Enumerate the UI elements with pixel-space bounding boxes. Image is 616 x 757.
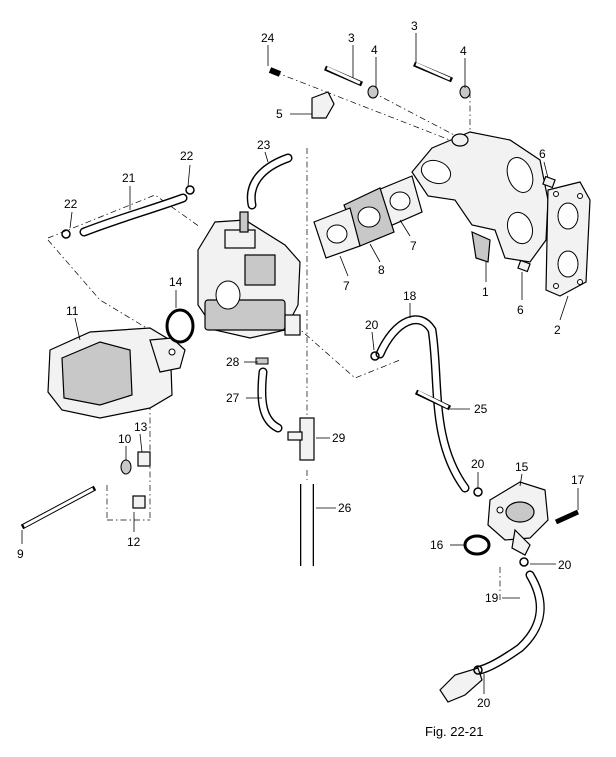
callout-23: 23	[257, 138, 271, 152]
callout-6a: 6	[539, 147, 546, 161]
fuel-connector	[439, 667, 483, 703]
alignment-lines	[47, 71, 501, 600]
callout-27: 27	[226, 391, 240, 405]
callout-6b: 6	[517, 303, 524, 317]
washers	[120, 85, 471, 509]
callout-12: 12	[127, 535, 141, 549]
callout-1: 1	[482, 285, 489, 299]
callout-3a: 3	[348, 31, 355, 45]
hose-21	[79, 193, 188, 237]
hose-joint	[287, 417, 315, 461]
callout-19: 19	[485, 591, 499, 605]
callout-15: 15	[515, 460, 529, 474]
callout-20b: 20	[471, 457, 485, 471]
hose-clip	[311, 91, 335, 119]
fuel-pump-o-ring	[463, 534, 491, 556]
callout-11: 11	[66, 304, 79, 318]
callout-26: 26	[338, 501, 352, 515]
callout-29: 29	[332, 431, 346, 445]
callout-20c: 20	[558, 558, 572, 572]
callout-7a: 7	[410, 239, 417, 253]
callout-13: 13	[134, 420, 148, 434]
callout-2: 2	[554, 323, 561, 337]
bolts	[20, 61, 580, 530]
silencer	[47, 327, 186, 419]
callout-10: 10	[118, 432, 132, 446]
intake-manifold	[411, 131, 549, 263]
callout-5: 5	[276, 107, 283, 121]
callout-7b: 7	[343, 279, 350, 293]
callout-14: 14	[169, 275, 183, 289]
callout-22a: 22	[180, 149, 194, 163]
callout-25: 25	[474, 402, 488, 416]
hose-23	[246, 153, 293, 210]
callout-20d: 20	[477, 696, 491, 710]
carburetor	[197, 211, 301, 339]
callout-8: 8	[378, 263, 385, 277]
hose-19	[475, 570, 545, 675]
callout-28: 28	[226, 355, 240, 369]
manifold-gasket	[545, 181, 591, 297]
callout-17: 17	[571, 473, 585, 487]
callout-3b: 3	[411, 19, 418, 33]
callout-21: 21	[122, 171, 136, 185]
figure-caption: Fig. 22-21	[425, 724, 484, 739]
insulator-spacers	[313, 175, 423, 259]
callout-9: 9	[17, 547, 24, 561]
hose-clamps	[61, 185, 529, 675]
carburetor-o-ring	[165, 308, 195, 344]
callout-4a: 4	[371, 43, 378, 57]
callout-16: 16	[430, 538, 444, 552]
callout-22b: 22	[64, 197, 78, 211]
callout-18: 18	[403, 289, 417, 303]
callout-20a: 20	[365, 318, 379, 332]
leader-lines	[21, 33, 579, 694]
hose-18	[375, 315, 470, 493]
hose-27	[257, 367, 283, 433]
callout-labels: 1 2 3 3 4 4 5 6 6 7 8 7 9 10 11 12 13 14…	[17, 19, 585, 710]
fuel-pump	[487, 481, 549, 556]
callout-4b: 4	[460, 44, 467, 58]
callout-24: 24	[261, 31, 275, 45]
